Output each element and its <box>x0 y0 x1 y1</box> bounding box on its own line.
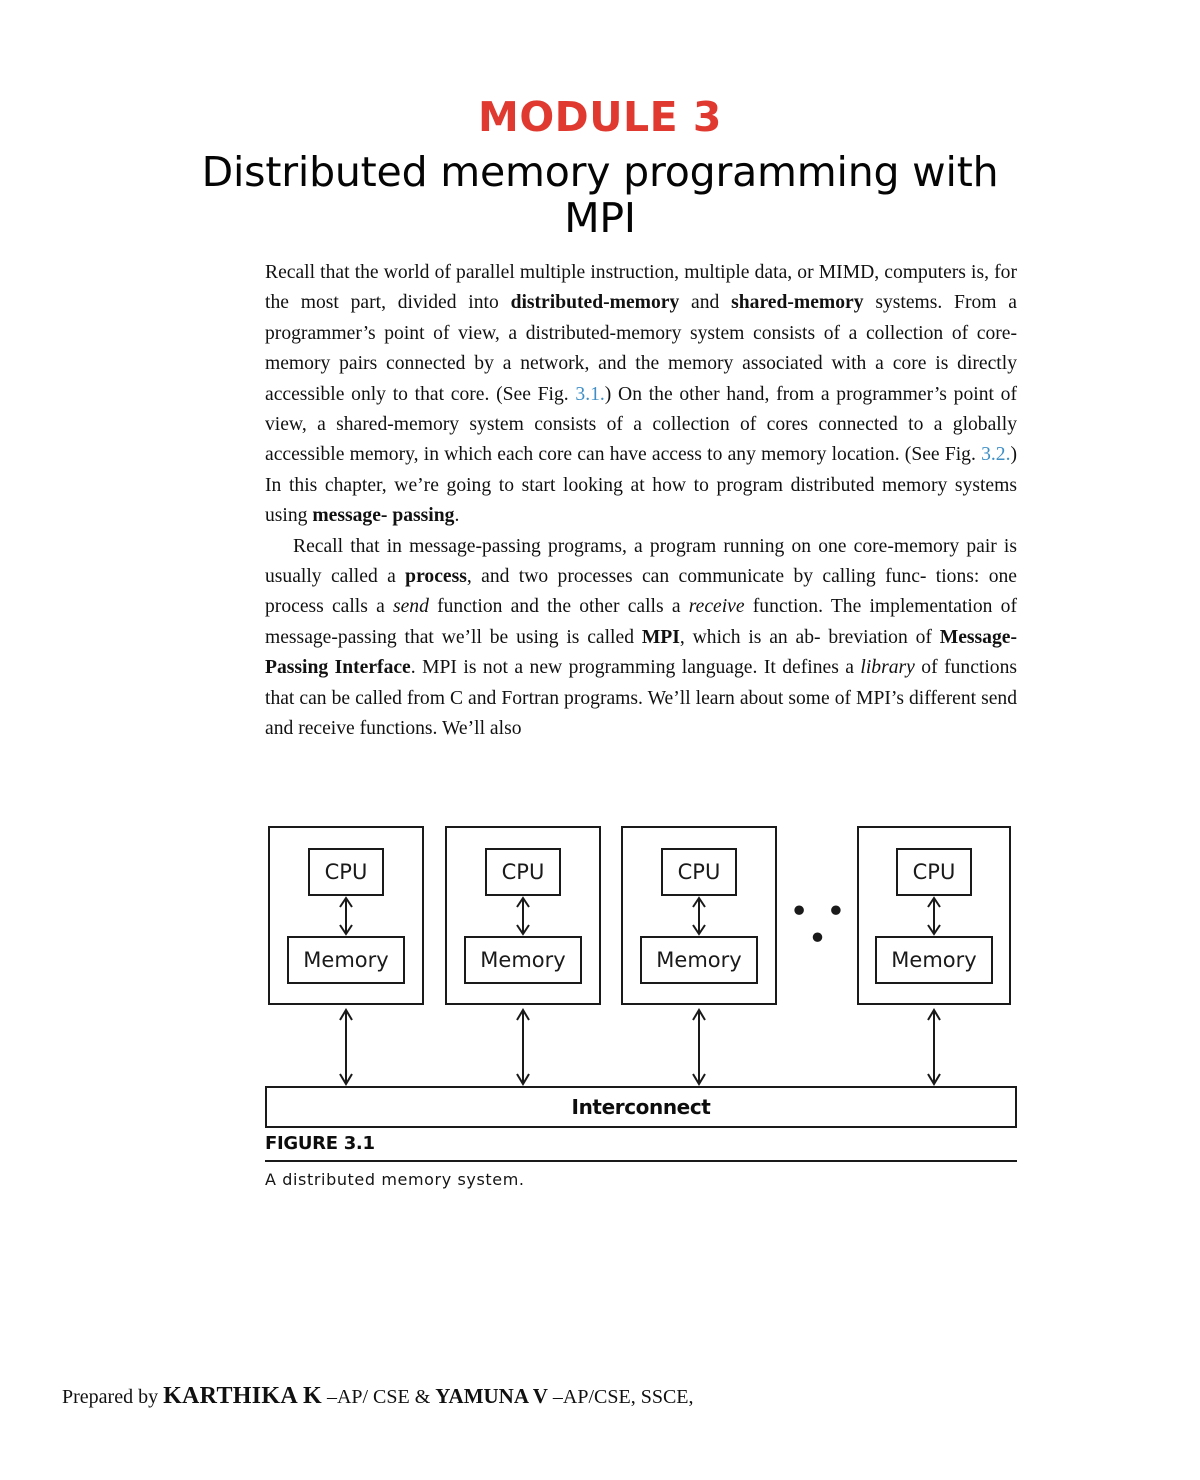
memory-box-4: Memory <box>875 936 993 984</box>
figure-3-1-diagram: CPU Memory CPU <box>265 826 1017 1128</box>
p2-seg4: function. The implementation of message-… <box>265 596 1017 648</box>
footer-prefix: Prepared by <box>62 1386 164 1408</box>
cpu-memory-arrow-2 <box>511 896 535 936</box>
p2-seg1: Recall that in message-passing programs,… <box>265 535 1017 588</box>
cpu-box-3: CPU <box>661 848 737 896</box>
p1-seg4: ) On the other hand, from a programmer’s… <box>265 383 1017 466</box>
p2-bold-mpi: MPI <box>641 626 680 648</box>
p2-seg5: , which is an ab- breviation of <box>679 626 940 648</box>
memory-label-3: Memory <box>656 948 742 972</box>
p1-seg5: ) In this chapter, we’re going to start … <box>265 444 1017 527</box>
node-interconnect-arrow-3 <box>687 1008 711 1086</box>
p2-seg6: . MPI is not a new programming language.… <box>410 657 861 679</box>
memory-label-1: Memory <box>303 948 389 972</box>
ellipsis-icon: • • • <box>790 896 850 954</box>
figure-caption-label: FIGURE 3.1 <box>265 1133 375 1154</box>
cpu-label-4: CPU <box>912 860 956 884</box>
cpu-label-3: CPU <box>677 860 721 884</box>
cpu-box-2: CPU <box>485 848 561 896</box>
cpu-memory-arrow-3 <box>687 896 711 936</box>
p1-bold-shared-memory: shared-memory <box>731 292 864 314</box>
node-box-3: CPU Memory <box>621 826 777 1005</box>
p2-italic-receive: receive <box>688 596 745 618</box>
figure-caption: FIGURE 3.1 A distributed memory system. <box>265 1133 1017 1189</box>
p2-seg2: , and two processes can communicate by c… <box>265 566 1017 618</box>
node-interconnect-arrow-4 <box>922 1008 946 1086</box>
p2-bold-message-passing-interface: Message-Passing Interface <box>265 626 1017 679</box>
footer-suffix: –AP/CSE, SSCE, <box>547 1386 694 1408</box>
node-box-2: CPU Memory <box>445 826 601 1005</box>
node-interconnect-arrow-1 <box>334 1008 358 1086</box>
interconnect-bar: Interconnect <box>265 1086 1017 1128</box>
cpu-label-2: CPU <box>501 860 545 884</box>
node-row: CPU Memory CPU <box>265 826 1017 1008</box>
footer-mid: –AP/ CSE & <box>321 1386 436 1408</box>
p1-seg2: and <box>679 292 732 314</box>
p1-seg6: . <box>454 505 460 527</box>
p2-bold-process: process <box>405 566 467 588</box>
node-box-4: CPU Memory <box>857 826 1011 1005</box>
p2-seg7: of functions that can be called from C a… <box>265 657 1018 740</box>
figure-reference-3-2[interactable]: 3.2. <box>981 444 1011 466</box>
body-text-block: Recall that the world of parallel multip… <box>265 258 1017 745</box>
figure-caption-divider <box>265 1160 1017 1162</box>
subtitle-line-2: MPI <box>564 193 636 242</box>
p2-italic-library: library <box>860 657 915 679</box>
subtitle-line-1: Distributed memory programming with <box>201 148 999 196</box>
page-title-module: MODULE 3 <box>478 93 722 141</box>
cpu-memory-arrow-1 <box>334 896 358 936</box>
figure-caption-description: A distributed memory system. <box>265 1170 525 1189</box>
page-footer: Prepared by KARTHIKA K –AP/ CSE & YAMUNA… <box>62 1383 694 1410</box>
memory-box-1: Memory <box>287 936 405 984</box>
p1-seg1: Recall that the world of parallel multip… <box>265 262 1017 314</box>
p1-bold-distributed-memory: distributed-memory <box>510 292 680 314</box>
node-box-1: CPU Memory <box>268 826 424 1005</box>
memory-box-3: Memory <box>640 936 758 984</box>
memory-box-2: Memory <box>464 936 582 984</box>
memory-label-4: Memory <box>891 948 977 972</box>
footer-name-1: KARTHIKA K <box>163 1383 322 1409</box>
p1-bold-message-passing: message- passing <box>312 505 455 527</box>
p2-seg3: function and the other calls a <box>428 596 689 618</box>
cpu-label-1: CPU <box>324 860 368 884</box>
cpu-box-4: CPU <box>896 848 972 896</box>
figure-reference-3-1[interactable]: 3.1. <box>575 383 605 405</box>
cpu-memory-arrow-4 <box>922 896 946 936</box>
footer-name-2: YAMUNA V <box>435 1384 548 1408</box>
page-subtitle: Distributed memory programming with MPI <box>130 148 1070 242</box>
memory-label-2: Memory <box>480 948 566 972</box>
paragraph-2: Recall that in message-passing programs,… <box>265 532 1017 745</box>
p2-italic-send: send <box>392 596 429 618</box>
p1-seg3: systems. From a programmer’s point of vi… <box>265 292 1017 405</box>
paragraph-1: Recall that the world of parallel multip… <box>265 258 1017 532</box>
interconnect-label: Interconnect <box>571 1095 711 1119</box>
node-interconnect-arrow-row <box>265 1008 1017 1086</box>
node-interconnect-arrow-2 <box>511 1008 535 1086</box>
cpu-box-1: CPU <box>308 848 384 896</box>
